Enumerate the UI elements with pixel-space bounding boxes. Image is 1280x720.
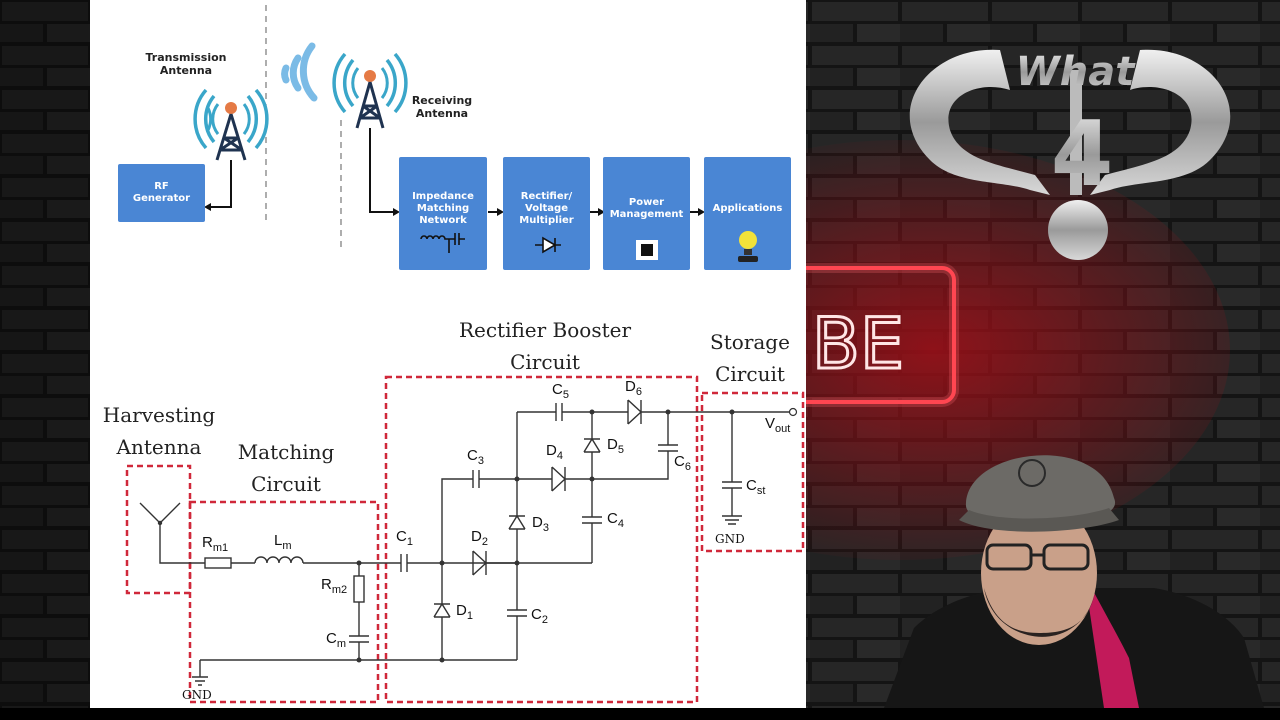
harvesting-antenna-title: Harvesting Antenna (102, 403, 216, 459)
c6-label: C6 (674, 453, 691, 473)
rectifier-multiplier-block: Rectifier/ Voltage Multiplier (503, 157, 590, 270)
d1-label: D1 (456, 602, 473, 622)
diagram-drawing (125, 5, 805, 704)
rm2-label: Rm2 (321, 576, 348, 596)
gnd-label-storage: GND (715, 532, 745, 546)
rf-generator-block: RF Generator (118, 164, 205, 222)
bottom-bar (0, 708, 1280, 720)
receiving-tower-icon (332, 52, 408, 129)
rf-generator-label: RF Generator (132, 181, 191, 204)
transmission-tower-icon (193, 88, 269, 161)
svg-text:4: 4 (1051, 102, 1114, 207)
cm-label: Cm (326, 630, 347, 650)
c2-label: C2 (531, 606, 548, 626)
d2-label: D2 (471, 528, 488, 548)
c5-label: C5 (552, 381, 569, 401)
c1-label: C1 (396, 528, 413, 548)
storage-circuit-title: Storage Circuit (710, 330, 790, 386)
impedance-matching-block: Impedance Matching Network (399, 157, 487, 270)
d6-label: D6 (625, 378, 642, 398)
what4-logo: What 4 (909, 49, 1231, 260)
diode-icon (535, 236, 561, 254)
d5-label: D5 (607, 436, 624, 456)
power-management-label: Power Management (609, 197, 684, 220)
transmission-antenna-label: Transmission Antenna (145, 51, 227, 77)
d3-label: D3 (532, 514, 549, 534)
impedance-matching-label: Impedance Matching Network (412, 191, 474, 226)
receiving-antenna-label: Receiving Antenna (411, 94, 473, 120)
webcam-presenter (884, 455, 1264, 708)
applications-block: Applications (704, 157, 791, 270)
gnd-label-matching: GND (182, 688, 212, 702)
power-management-block: Power Management (603, 157, 690, 270)
rm1-label: Rm1 (202, 534, 229, 554)
rectifier-booster-title: Rectifier Booster Circuit (458, 318, 632, 374)
cst-label: Cst (746, 477, 766, 497)
chip-icon (636, 240, 658, 260)
lm-label: Lm (274, 532, 292, 552)
slide-panel: Transmission Antenna Receiving Antenna R… (90, 0, 806, 708)
c4-label: C4 (607, 510, 624, 530)
matching-circuit-title: Matching Circuit (237, 440, 335, 496)
c3-label: C3 (467, 447, 484, 467)
d4-label: D4 (546, 442, 563, 462)
lamp-icon (738, 231, 758, 262)
svg-text:What: What (1016, 49, 1137, 95)
svg-text:BE: BE (812, 303, 904, 385)
wifi-waves-icon (281, 42, 318, 102)
neon-sign: BE (765, 263, 959, 407)
vout-label: Vout (765, 415, 791, 435)
inductor-capacitor-icon (420, 233, 465, 253)
rectifier-multiplier-label: Rectifier/ Voltage Multiplier (519, 191, 574, 226)
applications-label: Applications (712, 203, 783, 214)
